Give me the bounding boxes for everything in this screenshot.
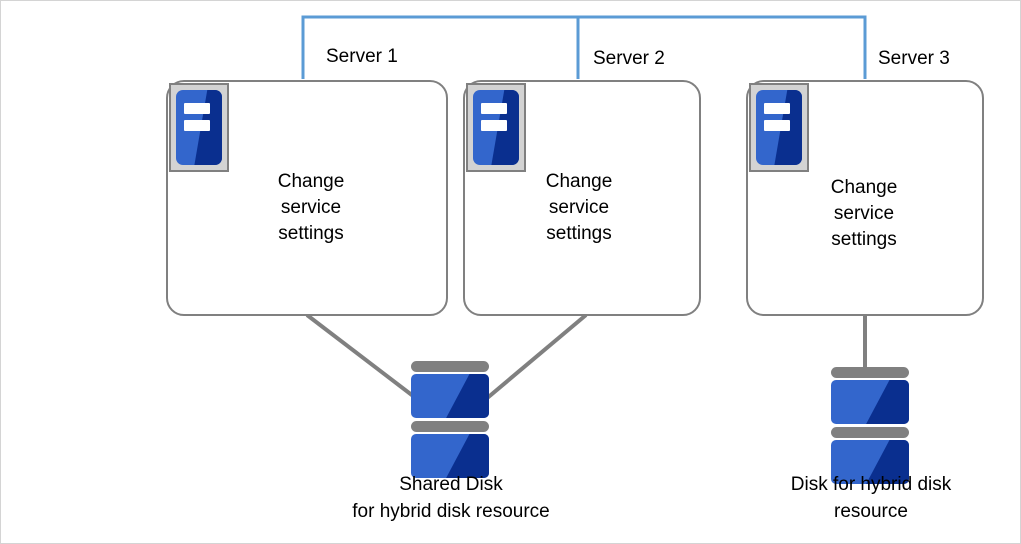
disk-icon [411,361,489,478]
server-box-text-2: Change service settings [545,171,613,244]
server-box-2 [463,80,701,316]
server-icon-bar-bottom [763,120,791,132]
disk-platter-cap-bottom [411,421,489,432]
disk-platter-bottom [411,434,489,478]
server-icon-bar-top [480,102,508,114]
disk-platter-shade [446,374,489,418]
server-icon-body [176,90,222,165]
server-box-text-1: Change service settings [277,171,345,244]
server-icon-body [756,90,802,165]
server-icon [169,83,229,172]
server-icon-body [473,90,519,165]
server-box-text-3: Change service settings [830,177,898,250]
disk-platter-top [411,374,489,418]
disk-platter-bottom [831,440,909,484]
disk-platter-cap-top [411,361,489,372]
server-group-label-2: Server 2 [593,48,665,69]
server-group-label-3: Server 3 [878,48,950,69]
server-icon [466,83,526,172]
server-icon-bar-top [183,102,211,114]
server-icon-bar-bottom [480,120,508,132]
server-icon [749,83,809,172]
disk-icon [831,367,909,484]
disk-platter-shade [866,380,909,424]
server-icon-bar-bottom [183,120,211,132]
server-icon-bar-top [763,102,791,114]
shared-disk-caption: Shared Disk for hybrid disk resource [352,474,550,522]
hybrid-disk-caption: Disk for hybrid disk resource [790,474,952,522]
server-group-label-1: Server 1 [326,46,398,67]
disk-platter-top [831,380,909,424]
cluster-bracket-icon [301,15,867,79]
disk-platter-cap-top [831,367,909,378]
disk-platter-cap-bottom [831,427,909,438]
